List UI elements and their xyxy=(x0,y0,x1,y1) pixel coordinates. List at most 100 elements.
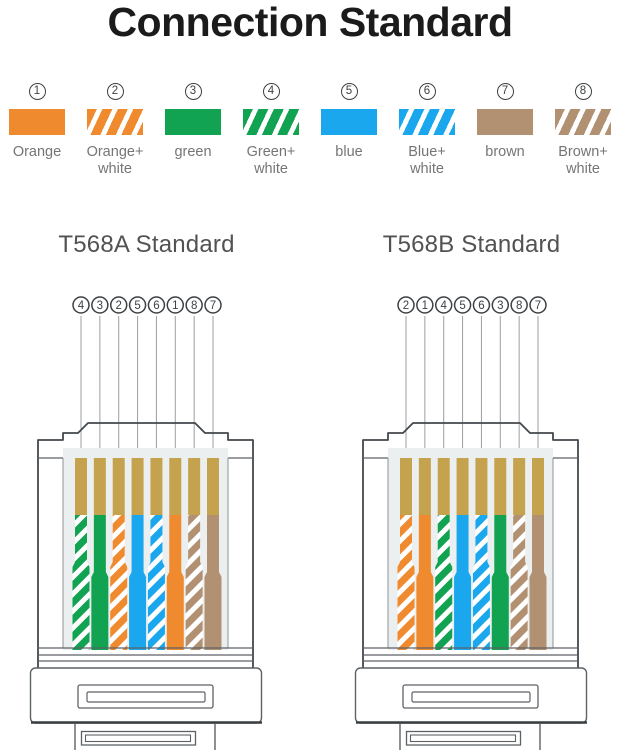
plug-base-lines xyxy=(38,647,253,662)
color-swatch-icon xyxy=(9,109,65,135)
gold-contact xyxy=(131,458,144,515)
svg-text:7: 7 xyxy=(210,300,216,312)
svg-text:7: 7 xyxy=(535,300,541,312)
legend-label: Green+ white xyxy=(246,144,296,177)
pin-number-badge: 8 xyxy=(510,296,528,314)
legend-label: Orange xyxy=(12,144,62,160)
gold-contact xyxy=(93,458,106,515)
legend-number-badge: 4 xyxy=(262,83,280,100)
body-slot-outer xyxy=(402,684,539,709)
wire-green xyxy=(491,515,509,650)
color-swatch-icon xyxy=(243,109,299,135)
pin-number-badge: 1 xyxy=(166,296,185,314)
legend-label: Orange+ white xyxy=(86,144,144,177)
svg-text:4: 4 xyxy=(78,300,85,312)
svg-text:3: 3 xyxy=(97,300,103,312)
svg-text:1: 1 xyxy=(172,300,178,312)
wire-green-white-stripes xyxy=(72,515,90,650)
svg-text:6: 6 xyxy=(478,300,484,312)
gold-contact xyxy=(456,458,469,515)
standard-heading-t568a: T568A Standard xyxy=(58,231,235,258)
wire-orange xyxy=(416,515,434,650)
gold-contact xyxy=(513,458,526,515)
wire-blue xyxy=(129,515,147,650)
legend-label: Blue+ white xyxy=(408,144,446,177)
gold-contact xyxy=(532,458,544,515)
standard-heading-t568b: T568B Standard xyxy=(382,231,561,258)
gold-contact xyxy=(207,458,219,515)
pin-number-badge: 4 xyxy=(434,296,453,314)
pin-number-badge: 7 xyxy=(529,296,547,314)
boot-slot-inner xyxy=(409,734,517,743)
wire-orange-white-stripes xyxy=(110,515,128,650)
wire-orange xyxy=(166,515,184,650)
pin-number-badge: 4 xyxy=(72,296,90,314)
legend-number-badge: 7 xyxy=(496,83,514,100)
svg-text:6: 6 xyxy=(153,300,159,312)
pin-number-badge: 2 xyxy=(397,296,415,314)
wire-orange-white-stripes xyxy=(397,515,415,650)
plug-inner-walls xyxy=(387,458,554,648)
svg-text:8: 8 xyxy=(516,300,522,312)
wire-brown xyxy=(529,515,547,650)
svg-text:4: 4 xyxy=(441,300,448,312)
wire-brown-white-stripes xyxy=(510,515,528,650)
svg-text:2: 2 xyxy=(116,300,122,312)
gold-contact xyxy=(169,458,182,515)
legend-label: Brown+ white xyxy=(558,144,608,177)
plug-base-lines xyxy=(363,647,578,662)
boot-slot-outer xyxy=(80,730,197,746)
pin-number-badge: 3 xyxy=(91,296,109,314)
color-swatch-icon xyxy=(87,109,143,135)
gold-contact xyxy=(75,458,87,515)
svg-text:1: 1 xyxy=(422,300,428,312)
legend-number-badge: 3 xyxy=(184,83,202,100)
plug-outline xyxy=(37,422,254,668)
wire-blue-white-stripes xyxy=(472,515,490,650)
svg-text:3: 3 xyxy=(497,300,503,312)
legend-number-badge: 5 xyxy=(340,83,358,100)
gold-contact xyxy=(150,458,163,515)
boot-slot-outer xyxy=(405,730,522,746)
pin-number-badge: 2 xyxy=(109,296,128,314)
pin-number-badge: 6 xyxy=(472,296,491,314)
pin-number-badge: 1 xyxy=(416,296,434,314)
wire-green-white-stripes xyxy=(435,515,453,650)
plug-outline xyxy=(362,422,579,668)
page-title: Connection Standard xyxy=(107,0,513,45)
gold-contact xyxy=(494,458,507,515)
gold-contact xyxy=(475,458,488,515)
wire-green xyxy=(91,515,109,650)
svg-text:5: 5 xyxy=(459,300,465,312)
legend-number-badge: 8 xyxy=(574,83,592,100)
body-slot-inner xyxy=(411,691,531,703)
color-swatch-icon xyxy=(321,109,377,135)
pin-number-badge: 5 xyxy=(128,296,147,314)
legend-label: brown xyxy=(485,144,525,160)
gold-contact xyxy=(418,458,431,515)
gold-contact xyxy=(188,458,201,515)
legend-number-badge: 1 xyxy=(28,83,46,100)
wire-brown xyxy=(204,515,222,650)
wire-brown-white-stripes xyxy=(185,515,203,650)
pin-number-badge: 3 xyxy=(491,296,510,314)
plug-inner-walls xyxy=(62,458,229,648)
plug-body xyxy=(29,667,263,724)
cable-boot-sides xyxy=(74,723,216,750)
pin-number-badge: 5 xyxy=(453,296,472,314)
pin-number-badge: 6 xyxy=(147,296,166,314)
color-swatch-icon xyxy=(555,109,611,135)
color-swatch-icon xyxy=(165,109,221,135)
svg-text:2: 2 xyxy=(403,300,409,312)
legend-number-badge: 6 xyxy=(418,83,436,100)
